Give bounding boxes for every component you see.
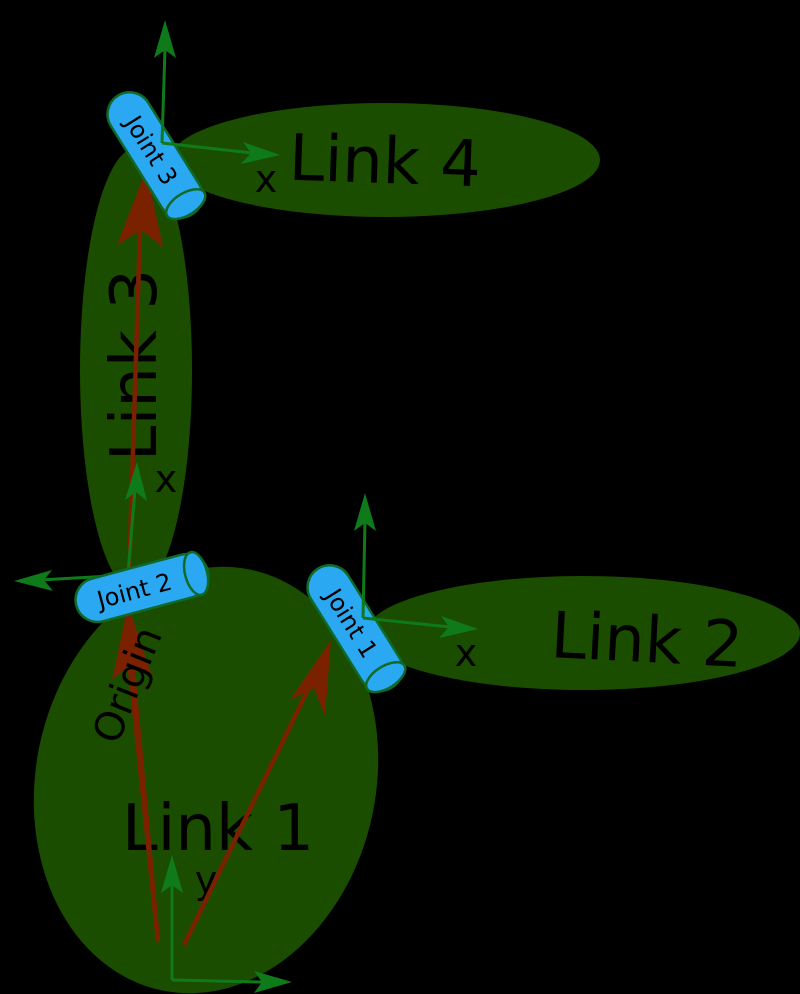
joint2-z-axis-arrowhead: [125, 462, 147, 501]
joint2-x-axis-arrowhead: [14, 570, 53, 591]
joint3-x-label: x: [255, 157, 278, 201]
joint3-x-axis-arrowhead: [241, 142, 280, 164]
origin-x-axis-arrow: [171, 978, 263, 984]
joint-1-cap: [364, 661, 407, 694]
position-vector-joint1: [181, 640, 331, 946]
origin-x-axis-arrowhead: [254, 971, 292, 993]
link-1-label: Link 1: [122, 792, 314, 866]
joint1-x-axis-arrowhead: [439, 616, 478, 638]
joint1-x-label: x: [455, 631, 478, 675]
joint2-z-axis-arrow: [126, 489, 137, 574]
link-4-label: Link 4: [288, 122, 483, 203]
joint3-z-axis-arrow: [160, 47, 167, 144]
link-2-label: Link 2: [549, 599, 745, 683]
joint3-z-axis-arrowhead: [154, 20, 176, 58]
joint-3-cap: [164, 188, 207, 221]
joint2-x-label: x: [155, 457, 178, 501]
joint1-x-axis-arrow: [362, 616, 451, 629]
joint-1-frame: x: [354, 493, 478, 675]
joint-1-cylinder: [306, 564, 404, 692]
joint-3-frame: x: [154, 20, 280, 201]
joint-2-cap: [182, 550, 210, 597]
link-4-body: [170, 103, 600, 217]
joint1-z-axis-arrowhead: [354, 493, 376, 531]
joint3-x-axis-arrow: [161, 141, 253, 155]
joint1-z-axis-arrow: [361, 519, 367, 619]
joint1-vector-arrowhead: [290, 640, 331, 716]
origin-y-axis-arrowhead: [161, 855, 183, 893]
joint2-vector-arrowhead: [112, 605, 152, 680]
joint3-vector-arrowhead: [117, 170, 163, 247]
link-2-body: [366, 576, 800, 690]
link-1-body: [33, 566, 379, 994]
position-vector-joint2: [112, 605, 161, 943]
